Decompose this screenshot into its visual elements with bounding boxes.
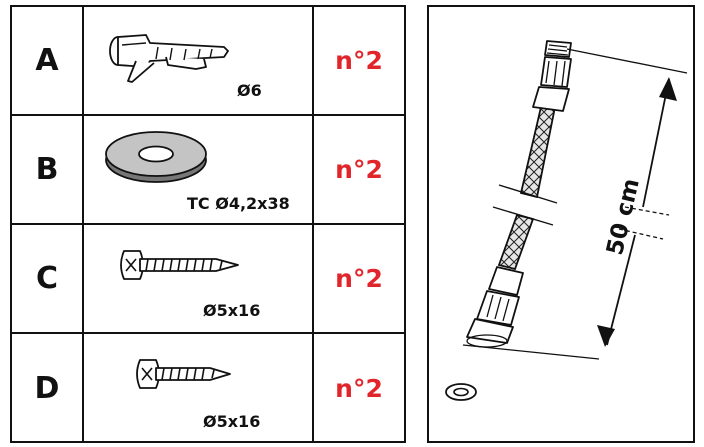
part-quantity: n°2: [335, 374, 383, 403]
screw-icon: [120, 250, 239, 280]
part-size-label: TC Ø4,2x38: [187, 194, 290, 213]
part-quantity: n°2: [335, 46, 383, 75]
part-quantity: n°2: [335, 155, 383, 184]
part-image-cell: Ø6: [84, 7, 314, 114]
washer-icon: [105, 131, 207, 183]
part-image-cell: TC Ø4,2x38: [84, 116, 314, 223]
parts-table: A Ø6 n°2 B: [10, 5, 406, 443]
part-size-label: Ø5x16: [203, 301, 261, 320]
hose-panel: 50 cm: [427, 5, 695, 443]
part-row-b: B TC Ø4,2x38 n°2: [12, 116, 404, 225]
part-row-c: C Ø5x16 n°2: [12, 225, 404, 334]
part-size-label: Ø6: [237, 81, 262, 100]
part-letter: C: [12, 225, 84, 332]
part-letter: D: [12, 334, 84, 443]
wall-plug-icon: [109, 34, 229, 83]
part-size-label: Ø5x16: [203, 412, 261, 431]
part-image-cell: Ø5x16: [84, 225, 314, 332]
screw-icon: [136, 359, 231, 389]
part-quantity: n°2: [335, 264, 383, 293]
part-row-a: A Ø6 n°2: [12, 7, 404, 116]
hose-length-label: 50 cm: [602, 176, 645, 257]
part-image-cell: Ø5x16: [84, 334, 314, 443]
part-letter: B: [12, 116, 84, 223]
braided-hose-icon: 50 cm: [445, 40, 688, 401]
part-letter: A: [12, 7, 84, 114]
part-row-d: D Ø5x16 n°2: [12, 334, 404, 443]
